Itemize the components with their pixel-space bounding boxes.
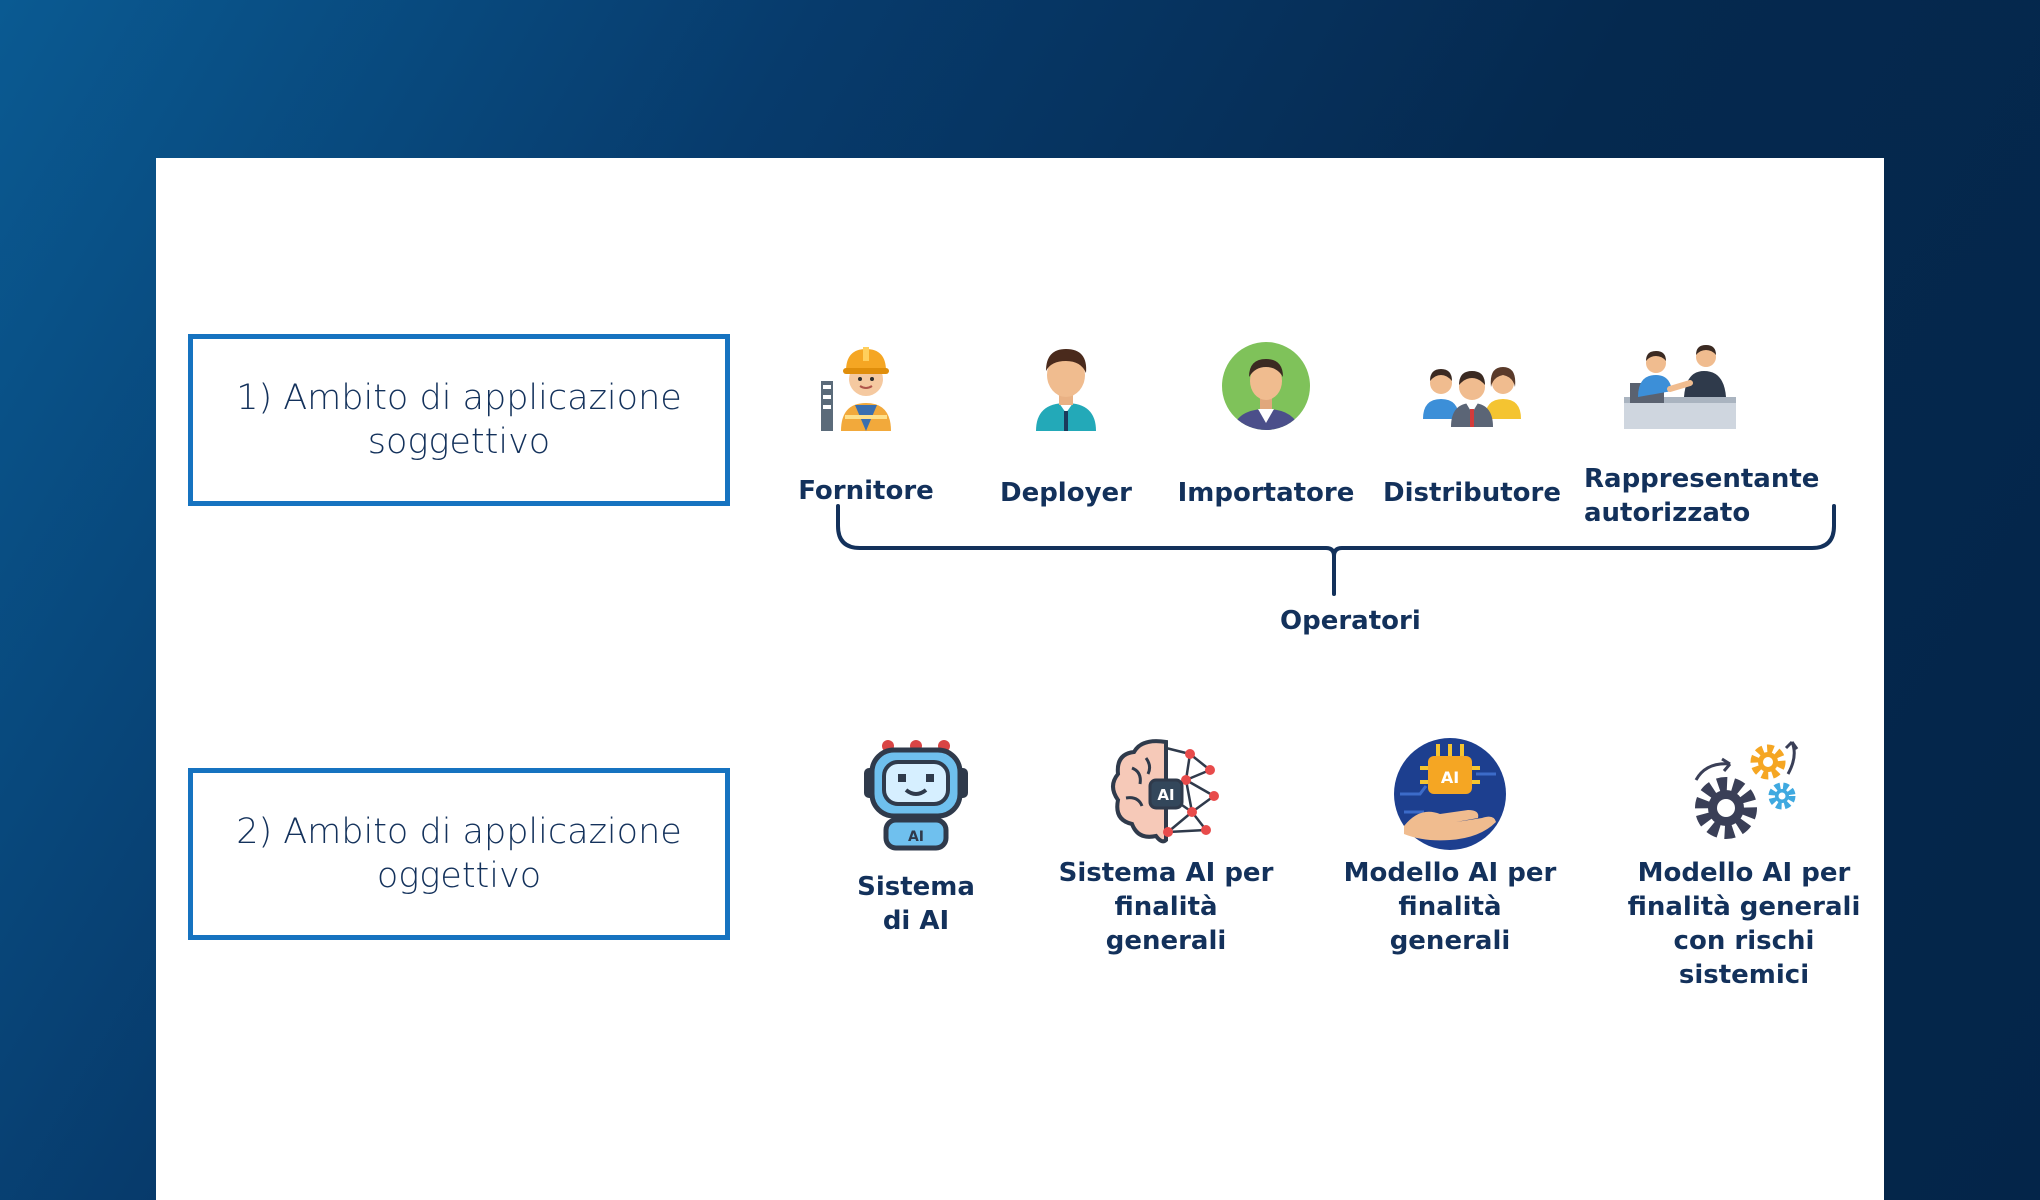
object-sistema-ai-generali-label: Sistema AI per finalità generali bbox=[1058, 858, 1274, 956]
operators-group-label: Operatori bbox=[1280, 606, 1421, 636]
operator-distributore: Distributore bbox=[1382, 326, 1562, 510]
operator-deployer-label: Deployer bbox=[999, 478, 1132, 508]
team-icon bbox=[1412, 326, 1532, 446]
object-modello-ai-rischi-label: Modello AI per finalità generali con ris… bbox=[1627, 858, 1861, 990]
businessman-icon bbox=[1006, 326, 1126, 446]
svg-text:AI: AI bbox=[1157, 786, 1174, 804]
user-avatar-icon bbox=[1206, 326, 1326, 446]
ai-brain-icon: AI bbox=[1106, 734, 1226, 854]
object-sistema-ai: AI Sistema di AI bbox=[836, 736, 996, 938]
builder-icon bbox=[806, 326, 926, 446]
scope-box-objective: 2) Ambito di applicazione oggettivo bbox=[188, 768, 730, 940]
svg-text:AI: AI bbox=[1441, 768, 1459, 787]
svg-text:AI: AI bbox=[908, 829, 924, 845]
robot-icon: AI bbox=[856, 736, 976, 856]
scope-box-subjective-label: 1) Ambito di applicazione soggettivo bbox=[236, 378, 682, 462]
scope-box-subjective: 1) Ambito di applicazione soggettivo bbox=[188, 334, 730, 506]
gears-icon bbox=[1684, 734, 1804, 854]
meeting-icon bbox=[1620, 326, 1740, 446]
object-sistema-ai-label: Sistema di AI bbox=[857, 872, 975, 936]
object-modello-ai-generali-label: Modello AI per finalità generali bbox=[1343, 858, 1557, 956]
operator-fornitore: Fornitore bbox=[786, 326, 946, 508]
operators-bracket bbox=[836, 504, 1836, 596]
operator-rappresentante-label: Rappresentante autorizzato bbox=[1584, 464, 1820, 528]
ai-chip-hand-icon: AI bbox=[1390, 734, 1510, 854]
operator-rappresentante: Rappresentante autorizzato bbox=[1576, 326, 1856, 530]
object-modello-ai-rischi: Modello AI per finalità generali con ris… bbox=[1604, 734, 1884, 992]
operator-importatore-label: Importatore bbox=[1177, 478, 1355, 508]
operator-fornitore-label: Fornitore bbox=[798, 476, 934, 506]
scope-box-objective-label: 2) Ambito di applicazione oggettivo bbox=[236, 812, 682, 896]
content-card: 1) Ambito di applicazione soggettivo 2) … bbox=[156, 158, 1884, 1200]
operator-importatore: Importatore bbox=[1176, 326, 1356, 510]
operator-deployer: Deployer bbox=[986, 326, 1146, 510]
operator-distributore-label: Distributore bbox=[1382, 478, 1561, 508]
object-modello-ai-generali: AI Modello AI per finalità generali bbox=[1320, 734, 1580, 958]
object-sistema-ai-generali: AI Sistema AI per finalità generali bbox=[1036, 734, 1296, 958]
